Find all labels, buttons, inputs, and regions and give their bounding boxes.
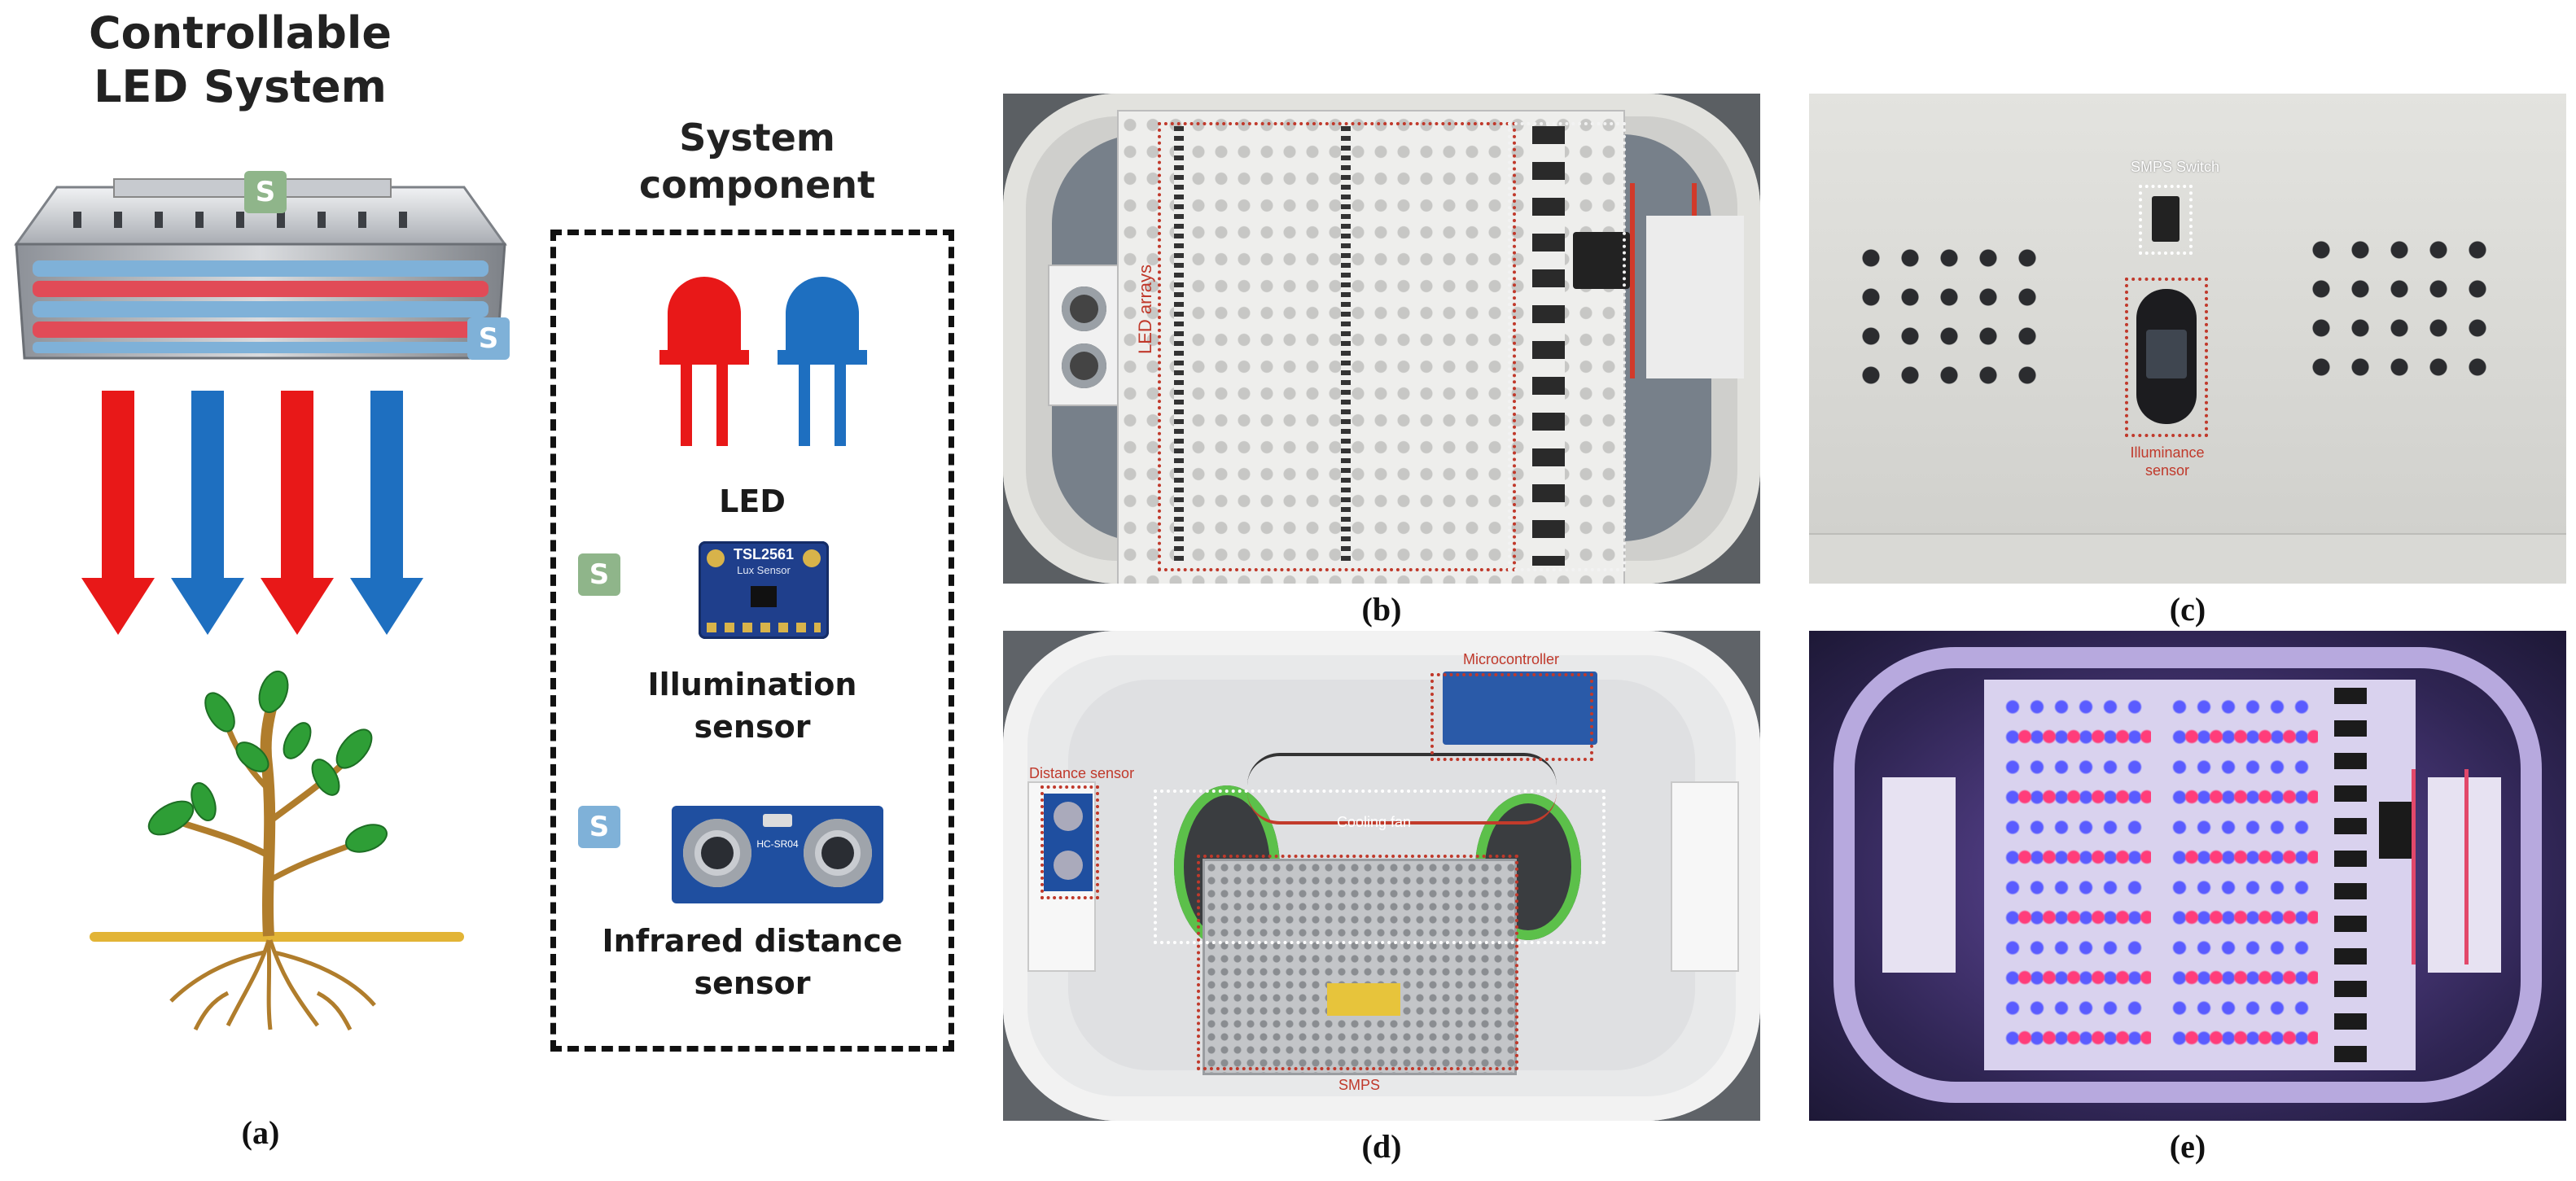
blue-arrow-2 — [350, 391, 423, 635]
distance-sensor-badge: S — [578, 806, 620, 848]
distance-sensor-label: Infrared distance sensor — [550, 920, 954, 1004]
blue-led-icon — [778, 277, 867, 446]
lit-led-array-right-red — [2180, 706, 2318, 1056]
left-vent-holes — [1851, 238, 2047, 401]
light-arrows — [81, 391, 423, 635]
panel-d-photo: Microcontroller Distance sensor Cooling … — [1003, 631, 1760, 1121]
panel-a-title: Controllable LED System — [49, 7, 432, 114]
illumination-sensor-badge: S — [578, 553, 620, 596]
caption-a: (a) — [241, 1114, 280, 1151]
caption-d: (d) — [1361, 1128, 1402, 1165]
illumination-sensor-board: TSL2561 Lux Sensor — [699, 541, 829, 639]
distance-sensor-box — [1040, 785, 1099, 899]
system-component-panel: System component LED S TSL2561 Lux Senso… — [521, 0, 977, 1181]
panel-b-photo: LED arrays — [1003, 94, 1760, 584]
illuminance-sensor-label-line1: Illuminance — [2130, 444, 2205, 461]
caption-c: (c) — [2169, 591, 2206, 628]
panel-b-distance-sensor — [1048, 265, 1124, 406]
control-column-box — [1508, 122, 1626, 571]
smps-label: SMPS — [1338, 1077, 1381, 1093]
system-component-heading-line1: System — [679, 116, 835, 160]
caption-e: (e) — [2169, 1128, 2206, 1165]
distance-sensor-label-line2: sensor — [694, 965, 811, 1001]
led-arrays-box — [1158, 122, 1516, 571]
red-arrow-1 — [81, 391, 155, 635]
panel-e-photo — [1809, 631, 2566, 1121]
panel-a: Controllable LED System S — [0, 0, 521, 1181]
smps-switch-label: SMPS Switch — [2131, 159, 2220, 175]
led-arrays-annotation: LED arrays — [1135, 264, 1155, 354]
system-component-heading-line2: component — [638, 163, 875, 207]
fixture-distance-badge: S — [467, 317, 510, 360]
panel-d-smps — [1203, 859, 1517, 1075]
red-arrow-2 — [261, 391, 334, 635]
blue-arrow-1 — [171, 391, 244, 635]
panel-b-led-board — [1117, 110, 1625, 584]
red-led-icon — [659, 277, 749, 446]
distance-sensor-label-line1: Infrared distance — [602, 923, 903, 959]
lit-led-array-left-red — [2013, 706, 2151, 1056]
cooling-fan-label: Cooling fan — [1337, 814, 1412, 830]
panel-a-title-line1: Controllable — [89, 7, 392, 59]
led-icons — [659, 277, 867, 446]
cooling-fan-box — [1154, 790, 1606, 944]
illumination-sensor-label-line2: sensor — [694, 709, 811, 745]
panel-d-distance-sensor — [1044, 794, 1093, 891]
panel-d-microcontroller — [1443, 671, 1597, 745]
illumination-chip-title: TSL2561 — [733, 546, 795, 562]
component-dashed-box — [550, 230, 954, 1052]
led-label: LED — [719, 483, 786, 519]
illuminance-sensor-box — [2125, 278, 2208, 437]
panel-a-title-line2: LED System — [94, 61, 387, 112]
smps-box — [1197, 855, 1518, 1070]
illuminance-sensor-label: Illuminance sensor — [2118, 444, 2216, 479]
microcontroller-label: Microcontroller — [1463, 651, 1560, 667]
caption-b: (b) — [1361, 591, 1402, 628]
distance-chip-title: HC-SR04 — [756, 838, 799, 850]
distance-sensor-annotation: Distance sensor — [1029, 765, 1135, 781]
plant-illustration — [90, 670, 464, 1031]
led-fixture-illustration — [14, 178, 507, 360]
smps-switch-box — [2139, 185, 2193, 255]
microcontroller-box — [1430, 673, 1593, 761]
system-component-heading: System component — [570, 114, 944, 208]
illumination-sensor-label-line1: Illumination — [647, 667, 857, 702]
illumination-chip-subtitle: Lux Sensor — [737, 564, 791, 576]
right-vent-holes — [2302, 230, 2497, 393]
distance-sensor-board: HC-SR04 — [672, 806, 883, 903]
illumination-sensor-label: Illumination sensor — [550, 663, 954, 748]
illuminance-sensor-label-line2: sensor — [2144, 462, 2190, 479]
fixture-illumination-badge: S — [244, 171, 287, 213]
panel-c-photo: SMPS Switch Illuminance sensor — [1809, 94, 2566, 584]
